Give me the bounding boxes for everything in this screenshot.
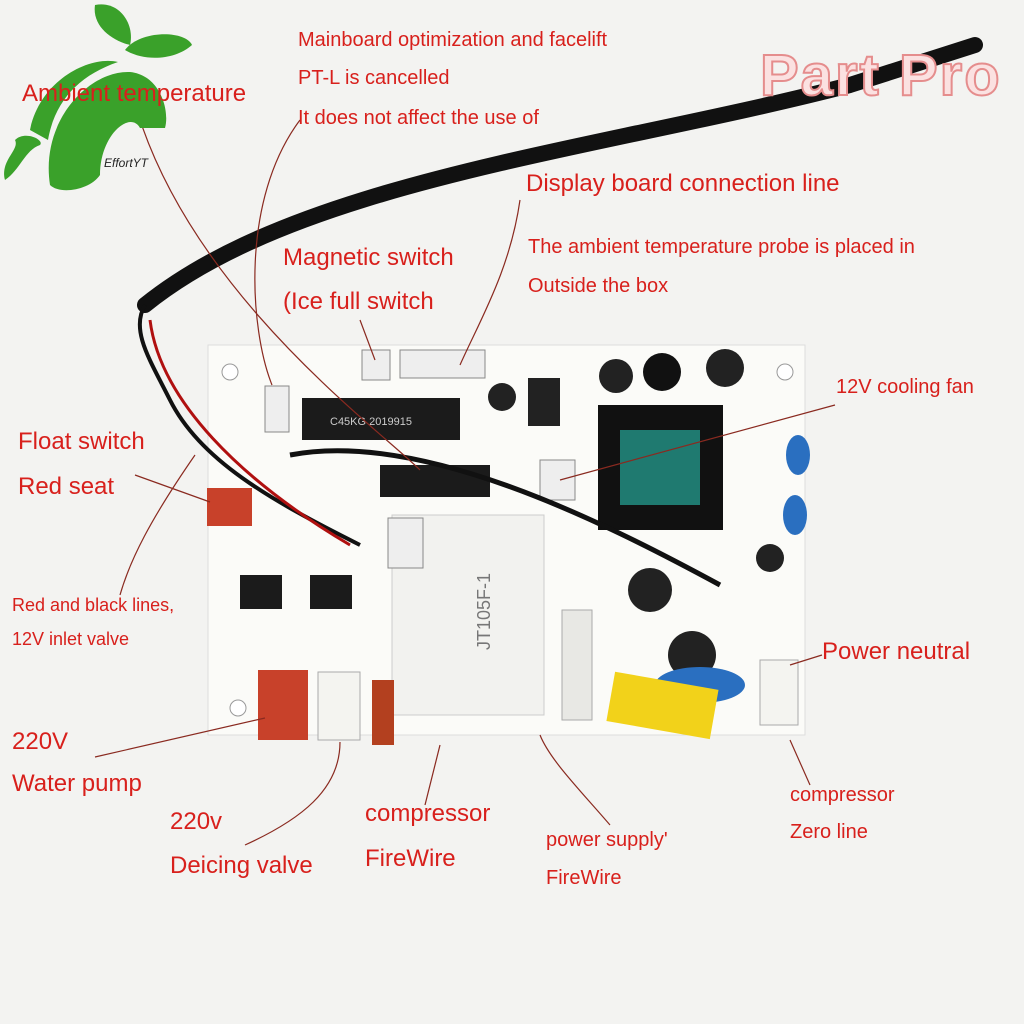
logo-text: EffortYT (104, 156, 149, 170)
label-ambient-placed-2: Outside the box (528, 275, 669, 297)
ic-chip (302, 398, 460, 440)
label-power-neutral: Power neutral (822, 638, 971, 665)
label-inlet-1: Red and black lines, (12, 595, 175, 615)
label-mainboard-3: It does not affect the use of (298, 107, 539, 129)
label-pump-2: Water pump (12, 770, 142, 797)
label-mainboard-1: Mainboard optimization and facelift (298, 29, 608, 51)
label-inlet-2: 12V inlet valve (12, 629, 130, 649)
watermark: Part Pro (759, 42, 1002, 109)
label-compressor-firewire-2: FireWire (365, 845, 456, 872)
label-ice-full-switch: (Ice full switch (283, 288, 434, 315)
label-ambient-placed-1: The ambient temperature probe is placed … (528, 236, 915, 258)
chip-label: C45KG 2019915 (330, 416, 412, 428)
leader-lines (94, 119, 836, 846)
label-deicing-2: Deicing valve (170, 852, 313, 879)
sprout-logo-icon (4, 4, 192, 191)
label-magnetic-switch: Magnetic switch (283, 244, 454, 271)
label-compressor-zero-1: compressor (790, 784, 895, 806)
label-red-seat: Red seat (18, 473, 115, 500)
label-power-supply-1: power supply' (546, 829, 668, 851)
label-compressor-zero-2: Zero line (790, 821, 868, 843)
relay-label: JT105F-1 (474, 573, 494, 650)
label-pump-1: 220V (12, 728, 69, 755)
label-compressor-firewire-1: compressor (365, 800, 491, 827)
label-mainboard-2: PT-L is cancelled (298, 67, 450, 89)
label-float-switch: Float switch (18, 428, 145, 455)
label-power-supply-2: FireWire (546, 867, 622, 889)
label-ambient-temperature: Ambient temperature (22, 80, 247, 107)
label-display-board: Display board connection line (526, 170, 840, 197)
probe-cable (137, 37, 983, 313)
label-deicing-1: 220v (170, 808, 223, 835)
label-cooling-fan: 12V cooling fan (836, 376, 974, 398)
